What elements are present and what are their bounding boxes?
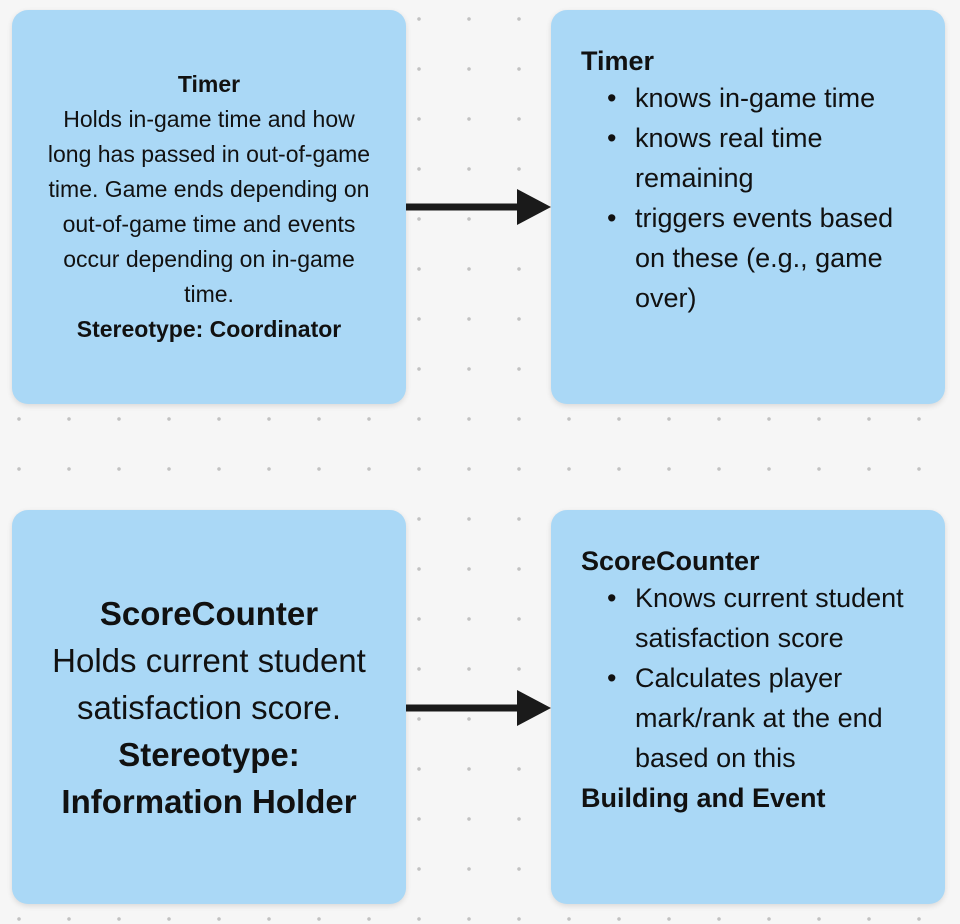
score-responsibility-item: Calculates player mark/rank at the end b…	[607, 658, 925, 778]
timer-description-card[interactable]: Timer Holds in-game time and how long ha…	[12, 10, 406, 404]
timer-description-text: Holds in-game time and how long has pass…	[47, 106, 371, 307]
score-description-title: ScoreCounter	[99, 594, 319, 632]
score-description-text: Holds current student satisfaction score…	[52, 641, 366, 726]
score-stereotype: Stereotype: Information Holder	[61, 735, 357, 820]
timer-responsibilities-title: Timer	[581, 46, 655, 76]
timer-responsibilities-list: knows in-game time knows real time remai…	[581, 78, 925, 318]
timer-responsibilities-card[interactable]: Timer knows in-game time knows real time…	[551, 10, 945, 404]
timer-responsibility-item: knows real time remaining	[607, 118, 925, 198]
score-responsibilities-card[interactable]: ScoreCounter Knows current student satis…	[551, 510, 945, 904]
score-responsibility-item: Knows current student satisfaction score	[607, 578, 925, 658]
score-responsibilities-title: ScoreCounter	[581, 546, 760, 576]
timer-description-title: Timer	[177, 71, 241, 97]
score-description-card[interactable]: ScoreCounter Holds current student satis…	[12, 510, 406, 904]
timer-responsibility-item: knows in-game time	[607, 78, 925, 118]
score-collaborators: Building and Event	[581, 783, 826, 813]
timer-arrow[interactable]	[406, 189, 551, 225]
score-responsibilities-list: Knows current student satisfaction score…	[581, 578, 925, 778]
timer-stereotype: Stereotype: Coordinator	[76, 316, 342, 342]
score-arrow[interactable]	[406, 690, 551, 726]
timer-responsibility-item: triggers events based on these (e.g., ga…	[607, 198, 925, 318]
